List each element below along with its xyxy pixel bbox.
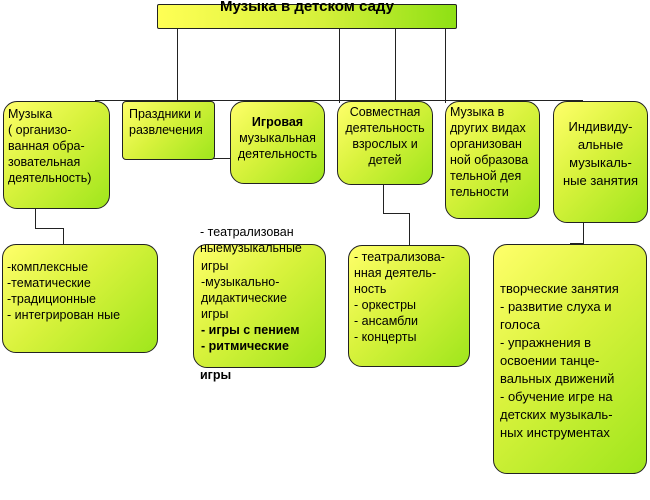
connector-line [35, 208, 36, 228]
connector-line [395, 28, 396, 103]
connector-line [339, 28, 340, 103]
connector-line [35, 228, 63, 229]
connector-line [212, 158, 230, 159]
category-label: Индивиду- альные музыкаль- ные занятия [562, 119, 639, 188]
details-list: творческие занятия - развитие слуха и го… [500, 281, 619, 440]
details-list: игры -музыкально- дидактические игры [201, 259, 287, 321]
connector-line [409, 213, 410, 247]
category-individual: Индивиду- альные музыкаль- ные занятия [553, 101, 648, 223]
connector-line [95, 100, 583, 101]
category-holidays: Праздники и развлечения [122, 101, 215, 160]
category-label: Праздники и развлечения [129, 107, 203, 137]
connector-line [383, 213, 409, 214]
connector-line [383, 185, 384, 213]
category-label: Музыка в других видах организован ной об… [450, 105, 529, 199]
details-game-tail: игры [200, 368, 232, 382]
category-music-organized: Музыка ( организо- ванная обра- зователь… [3, 101, 110, 209]
details-game-overflow: - театрализован ныемузыкальные [200, 225, 302, 255]
details-list-bold: - игры с пением - ритмические [201, 323, 300, 353]
connector-line [445, 28, 446, 103]
connector-line [177, 28, 178, 101]
details-list: - театрализова- нная деятель- ность - ор… [354, 250, 445, 344]
details-joint: - театрализова- нная деятель- ность - ор… [348, 245, 470, 367]
category-label: музыкальная деятельность [237, 131, 318, 161]
category-other-activities: Музыка в других видах организован ной об… [445, 101, 540, 219]
category-joint: Совместная деятельность взрослых и детей [337, 101, 433, 185]
connector-line [583, 222, 584, 244]
connector-line [63, 228, 64, 245]
details-game: игры -музыкально- дидактические игры - и… [193, 244, 326, 368]
details-individual: творческие занятия - развитие слуха и го… [493, 244, 647, 474]
category-game: Игровая музыкальная деятельность [230, 101, 325, 184]
details-music-organized: -комплексные -тематические -традиционные… [2, 244, 158, 353]
category-label-bold: Игровая [251, 115, 304, 129]
category-label: Совместная деятельность взрослых и детей [345, 105, 425, 167]
details-list: -комплексные -тематические -традиционные… [7, 260, 121, 322]
title-text: Музыка в детском саду [220, 0, 394, 15]
diagram-title: Музыка в детском саду [157, 0, 457, 29]
connector-line [570, 243, 584, 244]
category-label: Музыка ( организо- ванная обра- зователь… [8, 107, 92, 185]
